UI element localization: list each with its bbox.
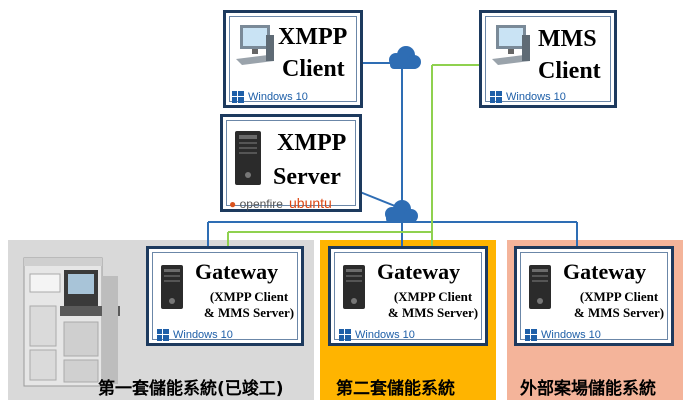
server-tower-icon xyxy=(343,265,365,309)
server-tower-icon xyxy=(235,131,261,185)
gateway-node-3: Gateway (XMPP Client & MMS Server) Windo… xyxy=(514,246,674,346)
os-label: Windows 10 xyxy=(339,329,415,341)
os-label: Windows 10 xyxy=(157,329,233,341)
xmpp-server-subtitle: Server xyxy=(273,164,341,190)
xmpp-client-subtitle: Client xyxy=(282,56,345,82)
zone-label-second: 第二套儲能系統 xyxy=(336,379,455,399)
flame-icon: ● xyxy=(229,197,237,211)
windows-logo-icon xyxy=(157,329,169,341)
mms-client-title: MMS xyxy=(538,26,597,52)
mms-client-node: MMS Client Windows 10 xyxy=(479,10,617,108)
gateway-role-line1: (XMPP Client xyxy=(209,289,289,304)
os-label: Windows 10 xyxy=(232,91,308,103)
windows-logo-icon xyxy=(525,329,537,341)
os-text: Windows 10 xyxy=(506,91,566,103)
mms-client-subtitle: Client xyxy=(538,58,601,84)
windows-logo-icon xyxy=(232,91,244,103)
gateway-role-line1: (XMPP Client xyxy=(579,289,659,304)
gateway-role-line2: & MMS Server) xyxy=(387,305,479,320)
brand-ubuntu: ubuntu xyxy=(289,195,332,211)
ubuntu-logo: ubuntu xyxy=(289,195,332,211)
xmpp-client-node: XMPP Client Windows 10 xyxy=(223,10,363,108)
gateway-node-1: Gateway (XMPP Client & MMS Server) Windo… xyxy=(146,246,304,346)
gateway-title: Gateway xyxy=(377,259,461,284)
gateway-role-line2: & MMS Server) xyxy=(573,305,665,320)
gateway-title: Gateway xyxy=(563,259,647,284)
desktop-computer-icon xyxy=(492,25,530,65)
os-text: Windows 10 xyxy=(173,329,233,341)
xmpp-client-title: XMPP xyxy=(278,24,348,50)
xmpp-server-title: XMPP xyxy=(277,130,347,156)
gateway-role-line2: & MMS Server) xyxy=(203,305,295,320)
os-text: Windows 10 xyxy=(541,329,601,341)
brand-openfire: openfire xyxy=(239,197,283,211)
server-tower-icon xyxy=(529,265,551,309)
server-tower-icon xyxy=(161,265,183,309)
cloud-icon-bottom xyxy=(385,200,418,223)
os-text: Windows 10 xyxy=(355,329,415,341)
gateway-node-2: Gateway (XMPP Client & MMS Server) Windo… xyxy=(328,246,488,346)
zone-label-first: 第一套儲能系統(已竣工) xyxy=(98,379,284,399)
windows-logo-icon xyxy=(490,91,502,103)
xmpp-server-node: XMPP Server ● openfire ubuntu xyxy=(220,114,362,212)
xmpp-server-link xyxy=(359,191,401,209)
openfire-logo: ● openfire xyxy=(229,197,283,211)
os-label: Windows 10 xyxy=(525,329,601,341)
windows-logo-icon xyxy=(339,329,351,341)
gateway-role-line1: (XMPP Client xyxy=(393,289,473,304)
storage-cabinet-image xyxy=(23,257,120,387)
zone-label-external: 外部案場儲能系統 xyxy=(520,379,656,399)
os-label: Windows 10 xyxy=(490,91,566,103)
gateway-title: Gateway xyxy=(195,259,279,284)
os-text: Windows 10 xyxy=(248,91,308,103)
cloud-icon-top xyxy=(389,46,421,69)
desktop-computer-icon xyxy=(236,25,274,65)
